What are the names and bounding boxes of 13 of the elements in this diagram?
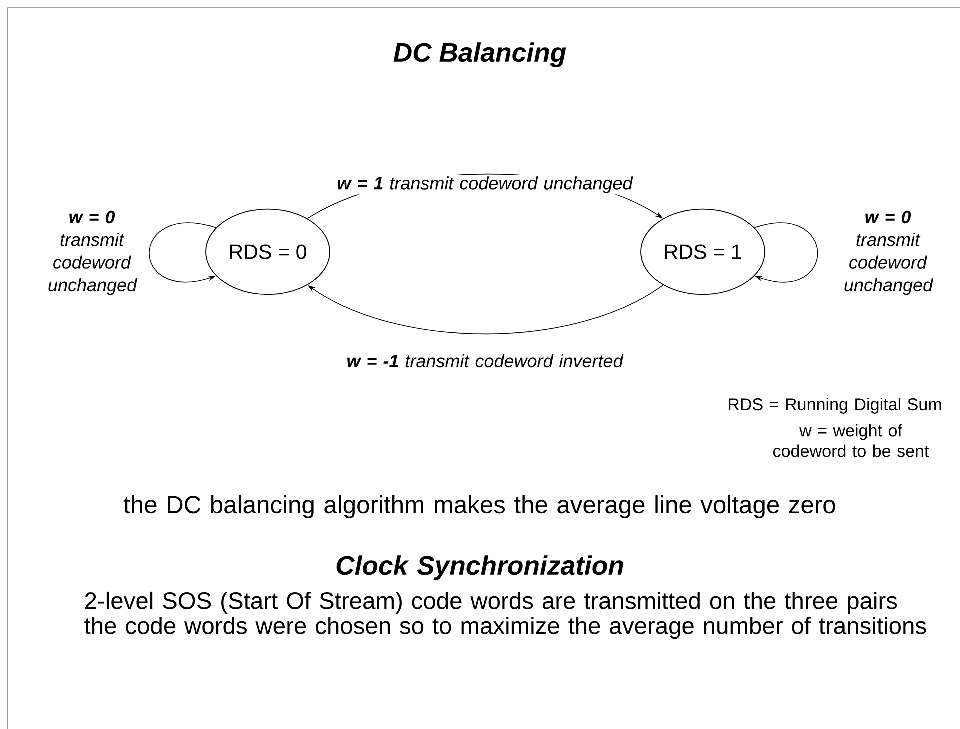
note-text: 2-level SOS (Start Of Stream) code words are transmitted on the three pairs [85, 592, 898, 614]
heading: Clock Synchronization [336, 556, 624, 580]
edge-label: w = 0 transmit codeword unchanged [844, 210, 934, 296]
title: DC Balancing [394, 42, 566, 68]
arrow [149, 223, 217, 282]
note-text: the DC balancing algorithm makes the average line voltage zero [124, 496, 836, 518]
arrow [754, 223, 818, 282]
edge-label: w = 0 transmit codeword unchanged [48, 210, 138, 296]
note-text: RDS = Running Digital Sum [728, 398, 942, 414]
note-text: the code words were chosen so to maximize the average number of transitions [84, 616, 926, 640]
note-text: w = weight of codeword to be sent [773, 424, 930, 458]
edge-label: w = 1 transmit codeword unchanged [338, 176, 634, 194]
edge-label: w = -1 transmit codeword inverted [348, 354, 624, 368]
